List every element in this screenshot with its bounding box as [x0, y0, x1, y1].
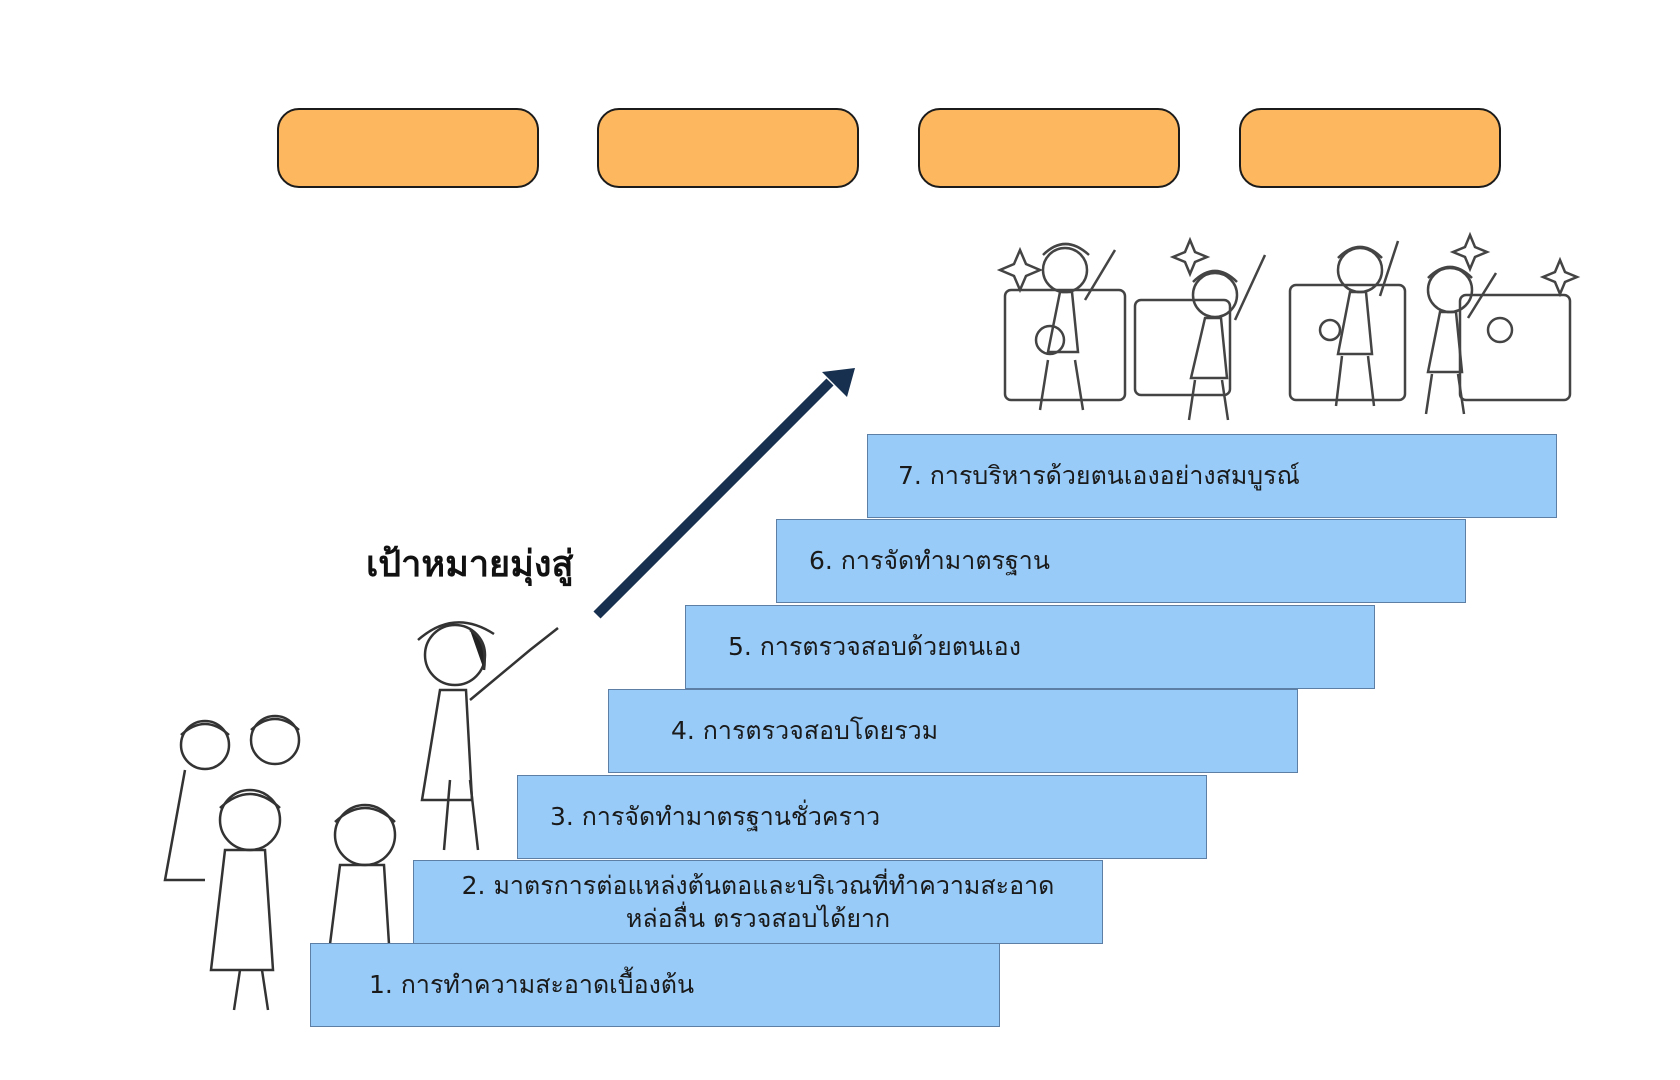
pointing-leader-icon [417, 621, 559, 851]
step-2: 2. มาตรการต่อแหล่งต้นตอและบริเวณที่ทำควา… [413, 860, 1103, 944]
step-label: 5. การตรวจสอบด้วยตนเอง [728, 632, 1021, 661]
step-7: 7. การบริหารด้วยตนเองอย่างสมบูรณ์ [867, 434, 1557, 518]
step-3: 3. การจัดทำมาตรฐานชั่วคราว [517, 775, 1207, 859]
step-label: 7. การบริหารด้วยตนเองอย่างสมบูรณ์ [898, 461, 1300, 490]
top-box-1 [277, 108, 539, 188]
workers-group-icon [163, 714, 397, 1011]
top-box-2 [597, 108, 859, 188]
top-box-3 [918, 108, 1180, 188]
step-label-line2: หล่อลื่น ตรวจสอบได้ยาก [625, 904, 891, 933]
step-1: 1. การทำความสะอาดเบื้องต้น [310, 943, 1000, 1027]
step-label-line1: 2. มาตรการต่อแหล่งต้นตอและบริเวณที่ทำควา… [461, 871, 1055, 900]
goal-arrow [593, 368, 855, 619]
step-label: 1. การทำความสะอาดเบื้องต้น [369, 970, 695, 999]
celebrating-workers-icon [996, 231, 1581, 421]
step-label: 4. การตรวจสอบโดยรวม [671, 716, 939, 745]
step-5: 5. การตรวจสอบด้วยตนเอง [685, 605, 1375, 689]
top-box-4 [1239, 108, 1501, 188]
step-label: 6. การจัดทำมาตรฐาน [809, 546, 1050, 575]
step-label: 3. การจัดทำมาตรฐานชั่วคราว [550, 802, 881, 831]
goal-label: เป้าหมายมุ่งสู่ [366, 544, 574, 585]
step-6: 6. การจัดทำมาตรฐาน [776, 519, 1466, 603]
step-4: 4. การตรวจสอบโดยรวม [608, 689, 1298, 773]
